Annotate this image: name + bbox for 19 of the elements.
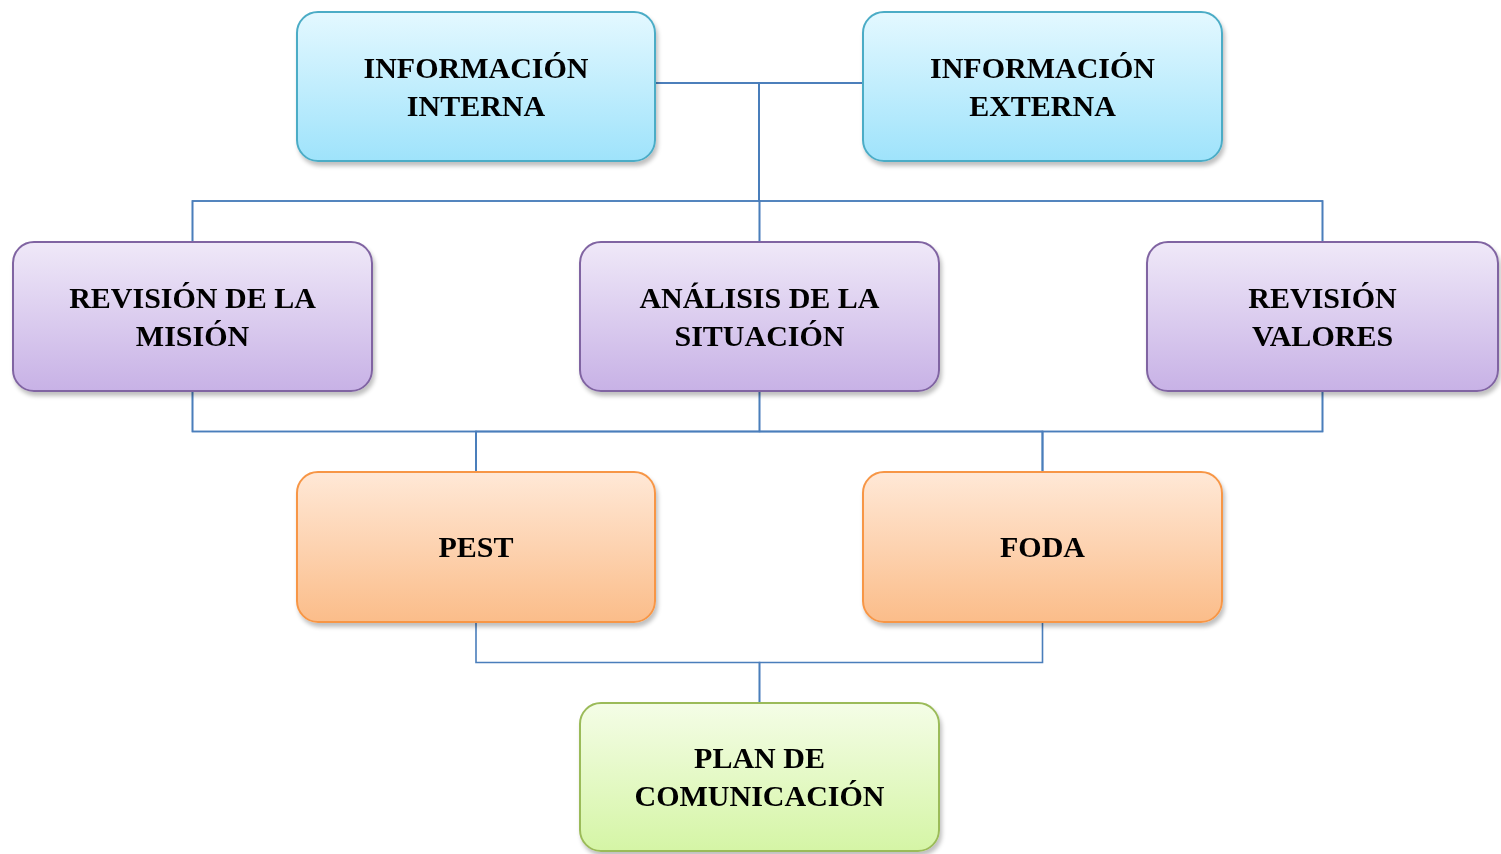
box-label: REVISIÓN DE LA MISIÓN — [68, 279, 317, 354]
process-box — [296, 11, 656, 162]
box-label: PEST — [438, 529, 514, 565]
process-box — [579, 702, 940, 852]
box-label: ANÁLISIS DE LA SITUACIÓN — [638, 279, 881, 354]
process-box — [862, 471, 1223, 623]
box-label: INFORMACIÓN INTERNA — [362, 49, 590, 124]
connector-line — [758, 82, 1324, 242]
box-label: INFORMACIÓN EXTERNA — [929, 49, 1156, 124]
process-box — [579, 241, 940, 392]
connector-line — [1041, 391, 1324, 472]
process-box — [1146, 241, 1499, 392]
process-box — [296, 471, 656, 623]
process-box — [12, 241, 373, 392]
box-label: FODA — [1000, 529, 1085, 565]
process-box — [862, 11, 1223, 162]
box-label: PLAN DE COMUNICACIÓN — [633, 740, 886, 814]
connector-line — [758, 622, 1044, 703]
box-label: REVISIÓN VALORES — [1247, 279, 1398, 354]
